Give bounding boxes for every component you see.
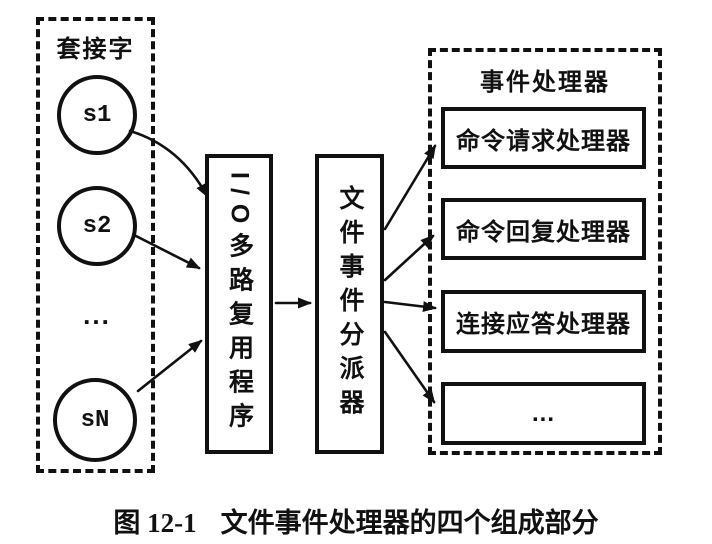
- file-event-dispatcher-label: 文件事件分派器: [336, 185, 364, 423]
- caption-title: 文件事件处理器的四个组成部分: [220, 508, 599, 538]
- socket-s1-node: s1: [57, 75, 137, 155]
- io-multiplexer-box: I/O多路复用程序: [205, 154, 273, 454]
- handler-label: 连接应答处理器: [456, 311, 631, 338]
- handler-box-command-request: 命令请求处理器: [441, 107, 646, 169]
- socket-sN-label: sN: [80, 406, 110, 434]
- io-multiplexer-label: I/O多路复用程序: [225, 171, 254, 437]
- socket-sN-node: sN: [53, 378, 137, 462]
- socket-s2-node: s2: [57, 186, 137, 266]
- handler-box-command-reply: 命令回复处理器: [441, 198, 646, 260]
- handler-label: ...: [531, 399, 555, 427]
- arrow-dispatcher-to-command-reply: [383, 234, 435, 282]
- file-event-dispatcher-box: 文件事件分派器: [315, 154, 384, 454]
- socket-s1-label: s1: [82, 101, 112, 129]
- event-handlers-group-label: 事件处理器: [480, 69, 610, 96]
- sockets-ellipsis: ...: [83, 300, 111, 330]
- arrow-dispatcher-to-ellipsis: [383, 330, 436, 404]
- handler-label: 命令请求处理器: [456, 127, 631, 155]
- figure-caption: 图 12-1 文件事件处理器的四个组成部分: [0, 501, 712, 540]
- handler-box-ellipsis: ...: [441, 382, 646, 445]
- handler-box-connection-accept: 连接应答处理器: [441, 290, 646, 353]
- socket-s2-label: s2: [82, 212, 112, 240]
- handler-label: 命令回复处理器: [456, 218, 631, 246]
- sockets-group-label: 套接字: [56, 36, 135, 63]
- caption-number: 图 12-1: [113, 508, 197, 538]
